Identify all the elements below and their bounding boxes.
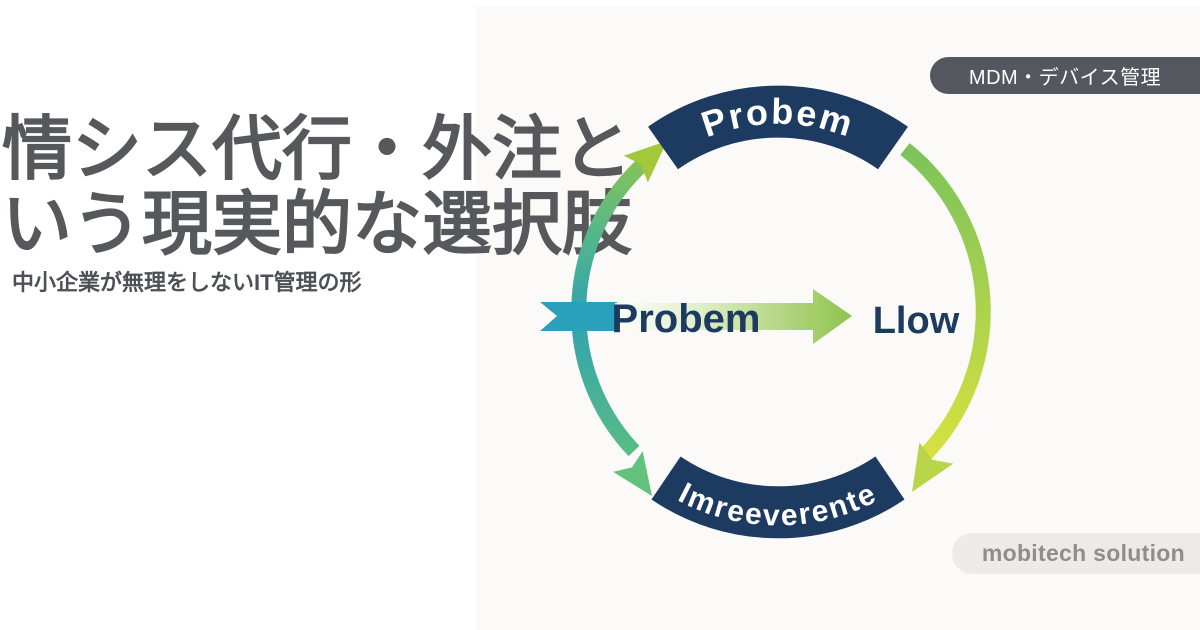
brand-badge-label: mobitech solution — [981, 540, 1185, 566]
category-badge: MDM・デバイス管理 — [930, 57, 1200, 94]
main-title-line-1: 情シス代行・外注と — [2, 110, 632, 188]
main-title: 情シス代行・外注と いう現実的な選択肢 — [2, 112, 632, 262]
category-badge-label: MDM・デバイス管理 — [968, 67, 1162, 89]
main-title-line-2: いう現実的な選択肢 — [2, 185, 632, 263]
brand-badge: mobitech solution — [952, 533, 1200, 574]
subtitle: 中小企業が無理をしないIT管理の形 — [12, 270, 362, 295]
